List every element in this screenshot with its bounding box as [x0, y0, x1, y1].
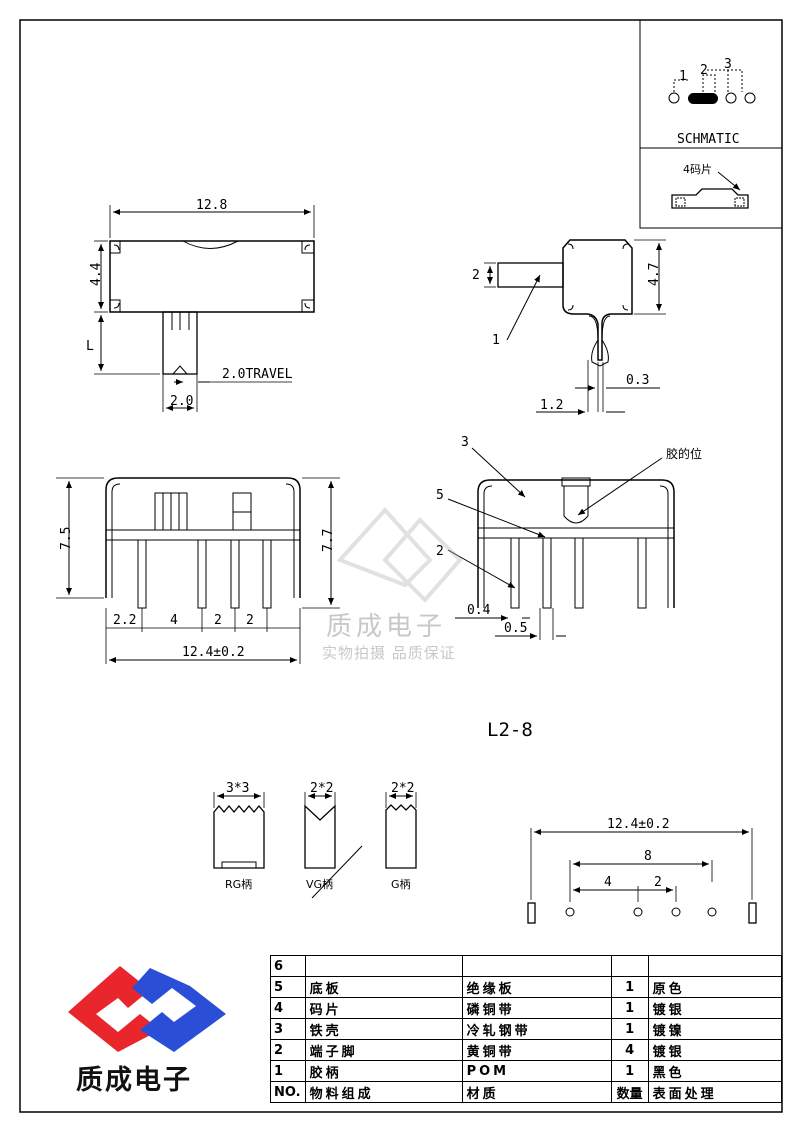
dim-height: 4.4 — [89, 262, 104, 286]
callout-2: 2 — [436, 544, 444, 559]
dim-pin-width: 0.3 — [626, 373, 649, 388]
dim-pitch-4: 2 — [246, 613, 254, 628]
g-size: 2*2 — [391, 781, 414, 796]
bom-finish: 原色 — [647, 976, 783, 998]
dim-knob-height: 2 — [472, 268, 480, 283]
bom-material: 冷轧钢带 — [461, 1018, 612, 1040]
bom-row: 6 — [270, 955, 783, 977]
fp-span: 8 — [644, 849, 652, 864]
bom-material — [461, 955, 612, 977]
bom-row: 2 端子脚 黄铜带 4 镀银 — [270, 1039, 783, 1061]
bom-material: 磷铜带 — [461, 997, 612, 1019]
rg-label: RG柄 — [225, 878, 252, 891]
fp-b: 2 — [654, 875, 662, 890]
bom-material: POM — [461, 1060, 612, 1082]
callout-3: 3 — [461, 435, 469, 450]
dim-knob-width: 2.0 — [170, 394, 193, 409]
dim-a: 0.4 — [467, 603, 491, 618]
dim-body-height: 4.7 — [647, 263, 662, 286]
bom-no: 2 — [270, 1039, 306, 1061]
bom-finish: 镀银 — [647, 997, 783, 1019]
bom-header-part: 物料组成 — [304, 1081, 463, 1103]
schematic-box: 1 2 3 SCHMATIC 4码片 — [639, 19, 783, 229]
bom-finish: 镀银 — [647, 1039, 783, 1061]
callout-5: 5 — [436, 488, 444, 503]
company-logo — [68, 966, 226, 1052]
bom-header-row: NO. 物料组成 材质 数量 表面处理 — [270, 1081, 783, 1103]
bom-row: 5 底板 绝缘板 1 原色 — [270, 976, 783, 998]
top-view: 12.8 4.4 L 2.0 2.0TRAVEL — [86, 198, 315, 412]
bom-no: 3 — [270, 1018, 306, 1040]
rg-size: 3*3 — [226, 781, 249, 796]
bom-finish — [647, 955, 783, 977]
bom-qty: 1 — [610, 997, 649, 1019]
bom-part: 铁壳 — [304, 1018, 463, 1040]
dim-b: 0.5 — [504, 621, 527, 636]
handle-styles: 3*3 RG柄 2*2 VG柄 2*2 G柄 — [213, 781, 417, 899]
bom-part: 码片 — [304, 997, 463, 1019]
watermark-logo — [336, 507, 463, 603]
pin-label-2: 2 — [700, 63, 708, 78]
bom-no: 6 — [270, 955, 306, 977]
bom-part: 端子脚 — [304, 1039, 463, 1061]
section-view: 3 5 2 胶的位 0.4 0.5 — [436, 435, 702, 640]
bom-header-no: NO. — [270, 1081, 306, 1103]
contact-clip-shape — [671, 188, 749, 209]
pin-label-3: 3 — [724, 57, 732, 72]
bom-header-finish: 表面处理 — [647, 1081, 783, 1103]
dim-pin-spacing: 1.2 — [540, 398, 563, 413]
company-name: 质成电子 — [76, 1065, 192, 1096]
bom-part: 底板 — [304, 976, 463, 998]
bom-row: 3 铁壳 冷轧钢带 1 镀镍 — [270, 1018, 783, 1040]
dim-pitch-3: 2 — [214, 613, 222, 628]
vg-size: 2*2 — [310, 781, 333, 796]
bom-finish: 黑色 — [647, 1060, 783, 1082]
contact-inset-label: 4码片 — [683, 163, 712, 176]
footprint: 12.4±0.2 8 4 2 — [527, 817, 757, 924]
bom-qty: 1 — [610, 976, 649, 998]
drawing-border — [19, 19, 783, 1113]
schematic-label: SCHMATIC — [677, 132, 740, 147]
dim-width: 12.8 — [196, 198, 227, 213]
pin-label-1: 1 — [679, 69, 687, 84]
bom-no: 4 — [270, 997, 306, 1019]
dim-length: L — [86, 339, 94, 354]
travel-label: 2.0TRAVEL — [222, 367, 293, 382]
bom-part: 胶柄 — [304, 1060, 463, 1082]
side-view: 2 4.7 1 0.3 1.2 — [472, 239, 666, 415]
bom-material: 绝缘板 — [461, 976, 612, 998]
bom-row: 4 码片 磷铜带 1 镀银 — [270, 997, 783, 1019]
dim-overall-front: 12.4±0.2 — [182, 645, 245, 660]
dim-pitch-2: 4 — [170, 613, 178, 628]
dim-height-left: 7.5 — [59, 527, 74, 550]
callout-1: 1 — [492, 333, 500, 348]
fp-overall: 12.4±0.2 — [607, 817, 670, 832]
watermark-subtext: 实物拍摄 品质保证 — [322, 644, 456, 662]
bom-finish: 镀镍 — [647, 1018, 783, 1040]
bom-qty: 1 — [610, 1018, 649, 1040]
model-title: L2-8 — [487, 719, 533, 741]
bom-no: 1 — [270, 1060, 306, 1082]
bom-header-material: 材质 — [461, 1081, 612, 1103]
bom-row: 1 胶柄 POM 1 黑色 — [270, 1060, 783, 1082]
dim-height-right: 7.7 — [321, 529, 336, 552]
bom-header-qty: 数量 — [610, 1081, 649, 1103]
bom-table: 6 5 底板 绝缘板 1 原色 4 码片 磷铜带 1 镀银 3 铁壳 冷轧钢带 … — [270, 955, 783, 1103]
bom-no: 5 — [270, 976, 306, 998]
bom-part — [304, 955, 463, 977]
bom-qty — [610, 955, 649, 977]
watermark-text: 质成电子 — [326, 612, 447, 642]
bom-qty: 4 — [610, 1039, 649, 1061]
handle-label: 胶的位 — [666, 446, 702, 461]
bom-qty: 1 — [610, 1060, 649, 1082]
bom-material: 黄铜带 — [461, 1039, 612, 1061]
vg-label: VG柄 — [306, 878, 333, 891]
fp-a: 4 — [604, 875, 612, 890]
front-view: 7.5 7.7 2.2 4 2 2 12.4±0.2 — [56, 477, 340, 664]
dim-pitch-1: 2.2 — [113, 613, 136, 628]
g-label: G柄 — [391, 878, 411, 891]
